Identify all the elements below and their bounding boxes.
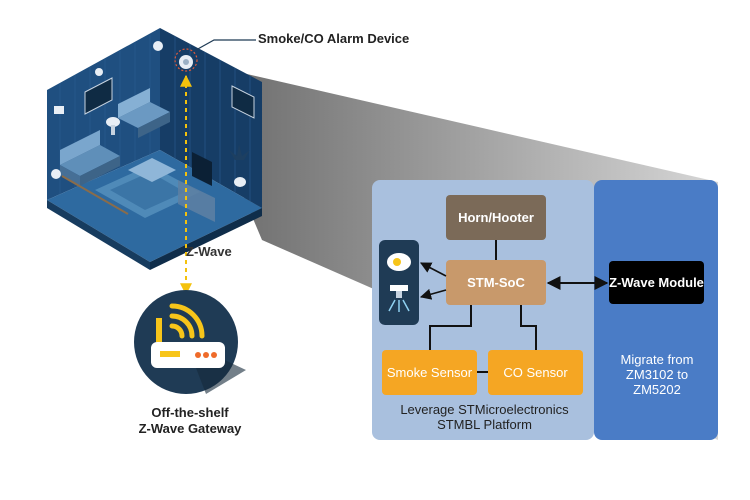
- soc-sensor-connectors: [429, 305, 537, 373]
- router-icon: [134, 290, 246, 394]
- gateway-label-line1: Off-the-shelf: [151, 405, 229, 420]
- soc-icon-arrows: [419, 262, 447, 300]
- gateway-label: Off-the-shelf Z-Wave Gateway: [100, 405, 280, 437]
- soc-label: STM-SoC: [467, 275, 525, 290]
- gateway-label-line2: Z-Wave Gateway: [138, 421, 242, 436]
- zwave-module-panel: [594, 180, 718, 440]
- soc-box: [446, 260, 546, 305]
- migrate-text: Migrate from ZM3102 to ZM5202: [598, 352, 716, 397]
- smoke-detector-icon: [174, 48, 198, 72]
- migrate-line2: ZM3102 to: [625, 367, 689, 382]
- co-sensor-box: [488, 350, 583, 395]
- sensor-icons-panel: [379, 240, 419, 325]
- zwave-module-box: [609, 261, 704, 304]
- platform-caption-line1: Leverage STMicroelectronics: [400, 402, 569, 417]
- platform-caption-line2: STMBL Platform: [437, 417, 532, 432]
- smoke-sensor-label: Smoke Sensor: [386, 365, 473, 380]
- migrate-line3: ZM5202: [633, 382, 681, 397]
- device-callout-label: Smoke/CO Alarm Device: [258, 31, 410, 46]
- co-sensor-label: CO Sensor: [503, 365, 568, 380]
- house-icon: [47, 28, 262, 270]
- device-callout-line: [195, 39, 256, 51]
- smoke-detector-icon: [387, 253, 411, 271]
- horn-box: [446, 195, 546, 240]
- platform-caption: Leverage STMicroelectronics STMBL Platfo…: [382, 402, 587, 432]
- smoke-sensor-box: [382, 350, 477, 395]
- zwave-module-label: Z-Wave Module: [609, 275, 704, 290]
- horn-label: Horn/Hooter: [458, 210, 534, 225]
- wifi-signal-icon: [169, 303, 205, 339]
- zwave-link-label: Z-Wave: [186, 244, 232, 259]
- migrate-line1: Migrate from: [620, 352, 694, 367]
- sprinkler-icon: [388, 285, 410, 312]
